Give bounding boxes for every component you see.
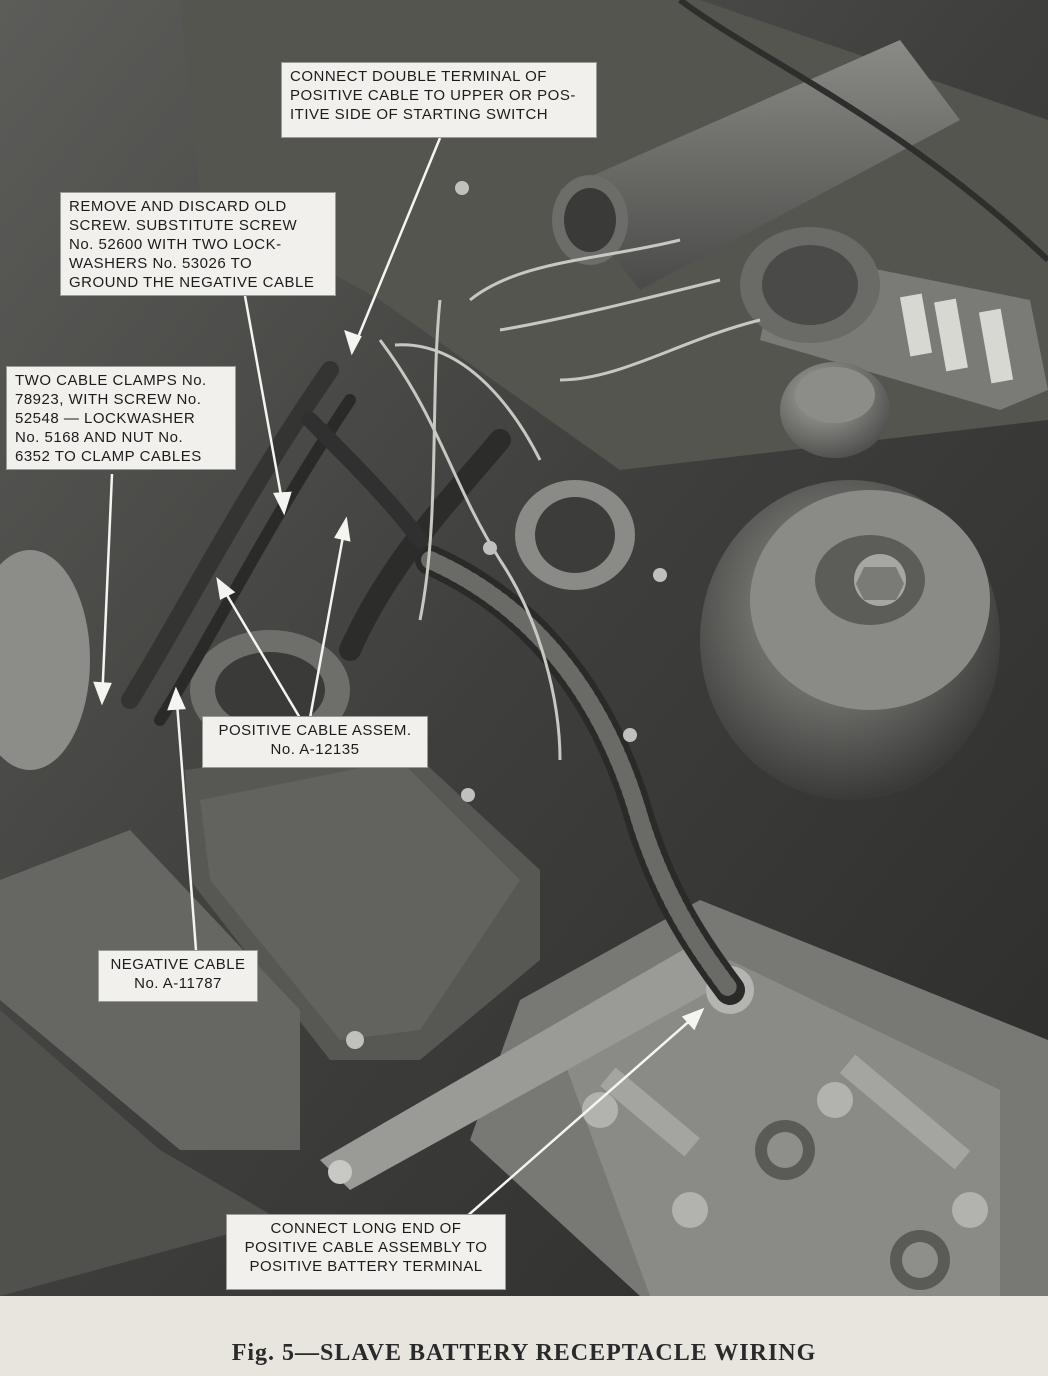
figure-caption: Fig. 5—SLAVE BATTERY RECEPTACLE WIRING: [231, 1340, 817, 1366]
callout-line: ITIVE SIDE OF STARTING SWITCH: [290, 106, 549, 123]
callout-battery-terminal: CONNECT LONG END OF POSITIVE CABLE ASSEM…: [226, 1214, 506, 1290]
callout-line: No. A-11787: [134, 975, 222, 992]
callout-line: REMOVE AND DISCARD OLD: [69, 198, 287, 215]
callout-line: POSITIVE CABLE TO UPPER OR POS-: [290, 87, 576, 104]
callout-line: POSITIVE CABLE ASSEMBLY TO: [244, 1239, 488, 1256]
callout-line: 6352 TO CLAMP CABLES: [15, 448, 202, 465]
figure-caption-bar: Fig. 5—SLAVE BATTERY RECEPTACLE WIRING: [0, 1296, 1048, 1376]
callout-line: CONNECT LONG END OF: [270, 1220, 462, 1237]
callout-line: 52548 — LOCKWASHER: [15, 410, 196, 427]
callout-positive-cable: POSITIVE CABLE ASSEM. No. A-12135: [202, 716, 428, 768]
callout-line: CONNECT DOUBLE TERMINAL OF: [290, 68, 547, 85]
callout-line: 78923, WITH SCREW No.: [15, 391, 202, 408]
callout-line: GROUND THE NEGATIVE CABLE: [69, 274, 315, 291]
callout-line: NEGATIVE CABLE: [110, 956, 246, 973]
callout-line: SCREW. SUBSTITUTE SCREW: [69, 217, 298, 234]
callout-ground-screw: REMOVE AND DISCARD OLD SCREW. SUBSTITUTE…: [60, 192, 336, 296]
callout-line: No. 5168 AND NUT No.: [15, 429, 184, 446]
callout-line: No. 52600 WITH TWO LOCK-: [69, 236, 282, 253]
engine-compartment-photo: [0, 0, 1048, 1296]
callout-starting-switch: CONNECT DOUBLE TERMINAL OF POSITIVE CABL…: [281, 62, 597, 138]
callout-line: TWO CABLE CLAMPS No.: [15, 372, 207, 389]
callout-line: No. A-12135: [270, 741, 360, 758]
callout-line: POSITIVE BATTERY TERMINAL: [249, 1258, 483, 1275]
callout-line: WASHERS No. 53026 TO: [69, 255, 253, 272]
callout-line: POSITIVE CABLE ASSEM.: [218, 722, 412, 739]
callout-negative-cable: NEGATIVE CABLE No. A-11787: [98, 950, 258, 1002]
callout-cable-clamps: TWO CABLE CLAMPS No. 78923, WITH SCREW N…: [6, 366, 236, 470]
